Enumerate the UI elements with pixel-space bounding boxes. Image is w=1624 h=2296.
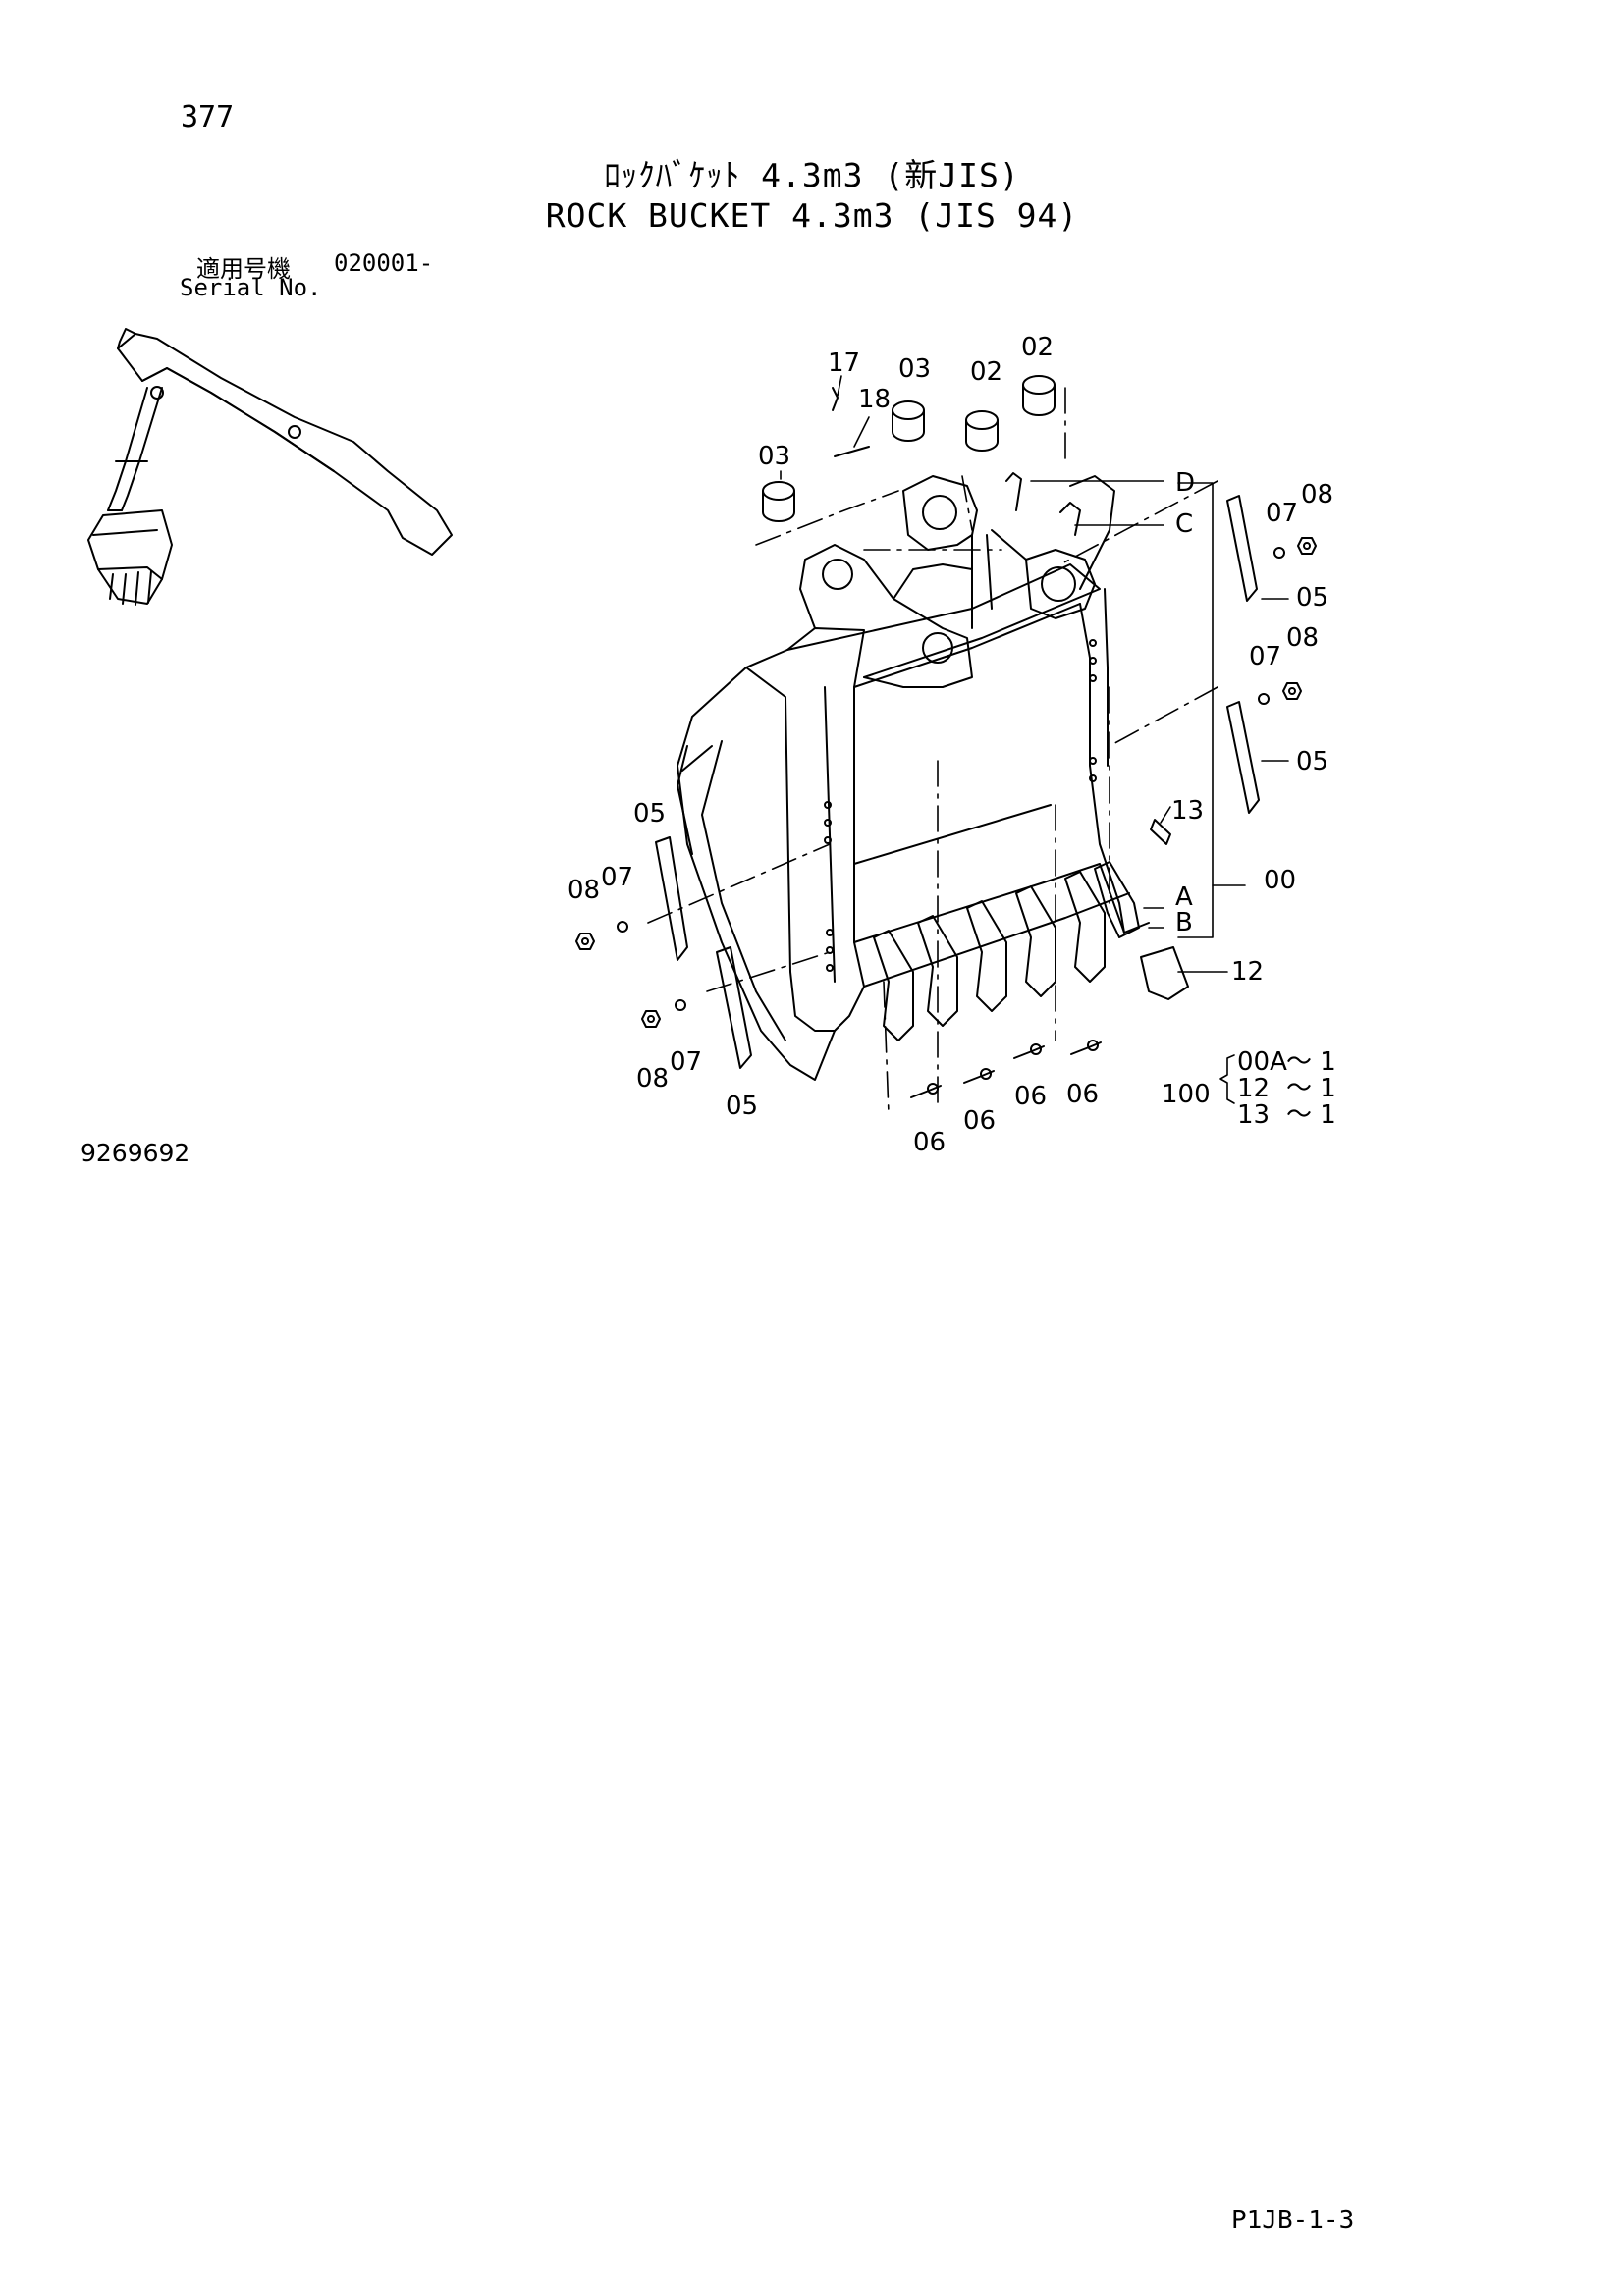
leader-lines bbox=[780, 375, 1289, 1104]
page-reference: P1JB-1-3 bbox=[1231, 2206, 1355, 2235]
kit-item-2-qty: ～ 1 bbox=[1286, 1074, 1336, 1103]
title-japanese: ﾛｯｸﾊﾞｹｯﾄ 4.3m3 (新JIS) bbox=[604, 156, 1020, 194]
callout-06-c: 06 bbox=[1014, 1082, 1047, 1111]
callout-05-l2: 05 bbox=[726, 1092, 758, 1121]
callout-03-top: 03 bbox=[898, 354, 931, 384]
page-number: 377 bbox=[181, 100, 235, 134]
callout-17: 17 bbox=[828, 348, 860, 378]
callout-12: 12 bbox=[1231, 957, 1264, 987]
ref-b: B bbox=[1175, 908, 1193, 937]
hardware bbox=[575, 537, 1317, 1098]
callout-08-r1: 08 bbox=[1301, 480, 1333, 509]
kit-item-2-part: 12 bbox=[1237, 1074, 1270, 1103]
ref-d: D bbox=[1175, 468, 1195, 498]
callout-07-r1: 07 bbox=[1266, 499, 1298, 528]
callout-06-a: 06 bbox=[913, 1128, 946, 1157]
callout-05-l1: 05 bbox=[633, 799, 666, 828]
side-cutters bbox=[655, 495, 1260, 1069]
kit-number: 100 bbox=[1162, 1080, 1211, 1109]
callout-00: 00 bbox=[1264, 866, 1296, 895]
callout-05-r1: 05 bbox=[1296, 583, 1328, 613]
callouts: 17 18 03 03 02 02 D C 07 08 05 07 08 05 … bbox=[568, 333, 1333, 1157]
kit-item-1-part: 00A bbox=[1237, 1047, 1287, 1077]
ref-a: A bbox=[1175, 882, 1193, 912]
callout-07-l1: 07 bbox=[601, 863, 633, 892]
callout-18: 18 bbox=[858, 385, 891, 414]
bucket-assembly bbox=[677, 475, 1150, 1081]
callout-06-b: 06 bbox=[963, 1106, 996, 1136]
serial-label-japanese: 適用号機 bbox=[196, 255, 291, 283]
drawing-number: 9269692 bbox=[81, 1139, 190, 1167]
callout-07-l2: 07 bbox=[670, 1047, 702, 1077]
ref-c: C bbox=[1175, 509, 1193, 539]
callout-08-l1: 08 bbox=[568, 876, 600, 905]
excavator-thumbnail bbox=[87, 328, 453, 606]
callout-13: 13 bbox=[1171, 796, 1204, 826]
serial-number-value: 020001- bbox=[334, 249, 434, 277]
kit-item-3-part: 13 bbox=[1237, 1100, 1270, 1130]
callout-05-r2: 05 bbox=[1296, 747, 1328, 776]
callout-07-r2: 07 bbox=[1249, 642, 1281, 671]
callout-06-d: 06 bbox=[1066, 1080, 1099, 1109]
callout-02-b: 02 bbox=[1021, 333, 1054, 362]
callout-02-a: 02 bbox=[970, 357, 1002, 387]
title-english: ROCK BUCKET 4.3m3 (JIS 94) bbox=[545, 196, 1079, 235]
callout-03-left: 03 bbox=[758, 442, 790, 471]
assembly-lines bbox=[647, 387, 1218, 1115]
callout-08-r2: 08 bbox=[1286, 623, 1319, 653]
callout-08-l2: 08 bbox=[636, 1064, 669, 1094]
pin-bushings bbox=[762, 375, 1081, 536]
serial-label-english: Serial No. bbox=[180, 274, 322, 301]
kit-item-1-qty: ～ 1 bbox=[1286, 1047, 1336, 1077]
kit-item-3-qty: ～ 1 bbox=[1286, 1100, 1336, 1130]
kit-table: 100 00A ～ 1 12 ～ 1 13 ～ 1 bbox=[1162, 1047, 1336, 1130]
